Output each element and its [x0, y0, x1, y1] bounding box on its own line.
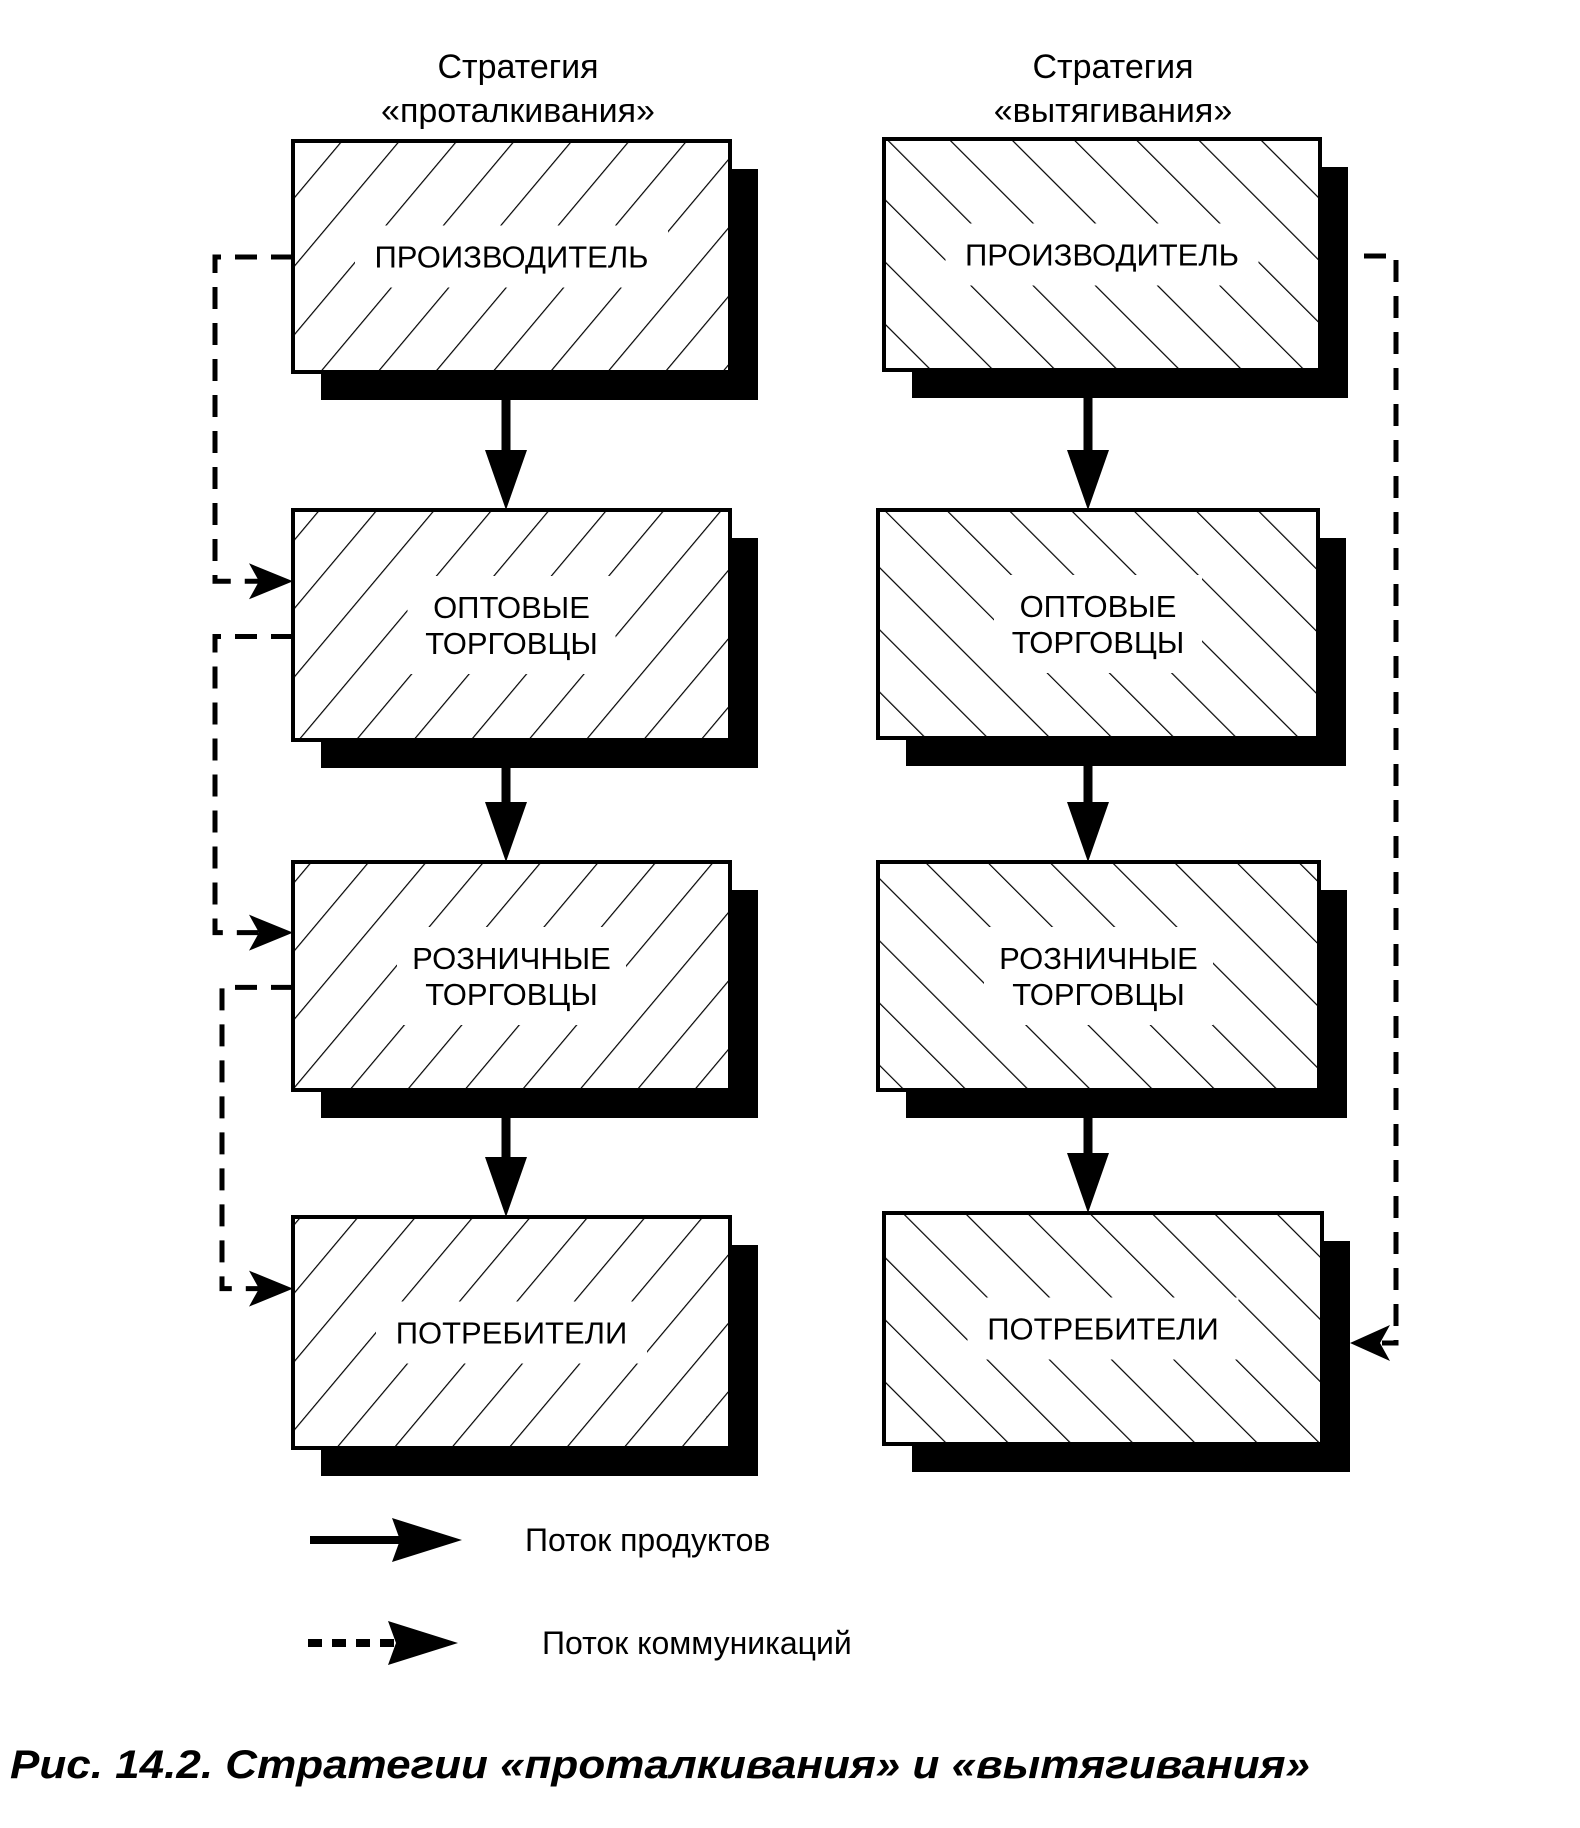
- push-product-flow-arrow: [485, 1118, 527, 1217]
- box-label-wholesalers-line2: ТОРГОВЦЫ: [1012, 625, 1185, 660]
- legend-item-product-flow: Поток продуктов: [310, 1518, 770, 1562]
- push-box-consumers: ПОТРЕБИТЕЛИ: [291, 1215, 758, 1476]
- legend-dashed-arrowhead-icon: [388, 1621, 458, 1665]
- dashed-line: [212, 254, 293, 584]
- legend-label-product-flow: Поток продуктов: [525, 1522, 770, 1558]
- pull-box-consumers: ПОТРЕБИТЕЛИ: [882, 1211, 1350, 1472]
- boxes-layer: ПРОИЗВОДИТЕЛЬОПТОВЫЕТОРГОВЦЫРОЗНИЧНЫЕТОР…: [291, 137, 1350, 1476]
- arrows-layer: [212, 253, 1399, 1361]
- arrow-down-icon: [485, 1157, 527, 1217]
- box-border: [291, 508, 732, 742]
- box-border: [876, 508, 1320, 740]
- arrow-right-icon: [249, 914, 293, 951]
- box-label-consumers-line1: ПОТРЕБИТЕЛИ: [396, 1316, 628, 1351]
- label-band: [994, 575, 1202, 673]
- box-label-retailers-line1: РОЗНИЧНЫЕ: [412, 941, 611, 976]
- label-band: [397, 927, 626, 1025]
- arrow-down-icon: [1067, 1153, 1109, 1213]
- pull-title-line1: Стратегия: [1032, 48, 1193, 86]
- arrow-down-icon: [485, 450, 527, 510]
- pull-communication-flow-arrow: [1350, 253, 1399, 1361]
- box-label-retailers-line2: ТОРГОВЦЫ: [425, 977, 598, 1012]
- push-title-line1: Стратегия: [437, 48, 598, 86]
- arrow-down-icon: [1067, 450, 1109, 510]
- arrow-down-icon: [1067, 802, 1109, 862]
- push-communication-flow-arrow: [212, 634, 293, 951]
- push-product-flow-arrow: [485, 400, 527, 510]
- box-border: [291, 860, 732, 1092]
- box-label-producer-line1: ПРОИЗВОДИТЕЛЬ: [374, 240, 648, 275]
- push-title-line2: «проталкивания»: [381, 92, 655, 130]
- arrow-left-icon: [1350, 1325, 1390, 1361]
- box-border: [882, 137, 1322, 372]
- legend-label-communication-flow: Поток коммуникаций: [542, 1625, 852, 1661]
- pull-product-flow-arrow: [1067, 1118, 1109, 1213]
- pull-title-line2: «вытягивания»: [994, 92, 1232, 130]
- box-label-wholesalers-line1: ОПТОВЫЕ: [433, 590, 590, 625]
- dashed-line: [1364, 253, 1399, 1346]
- arrow-right-icon: [249, 1270, 293, 1307]
- label-band: [945, 223, 1259, 286]
- dashed-line: [212, 634, 293, 936]
- label-band: [376, 1301, 647, 1364]
- label-band: [984, 927, 1213, 1025]
- arrow-right-icon: [249, 563, 293, 600]
- pull-box-producer: ПРОИЗВОДИТЕЛЬ: [882, 137, 1348, 398]
- push-product-flow-arrow: [485, 768, 527, 862]
- figure-caption: Рис. 14.2. Стратегии «проталкивания» и «…: [10, 1743, 1310, 1787]
- label-band: [355, 225, 668, 288]
- dashed-line: [219, 984, 293, 1292]
- push-communication-flow-arrow: [219, 984, 293, 1307]
- push-box-producer: ПРОИЗВОДИТЕЛЬ: [291, 139, 758, 400]
- pull-product-flow-arrow: [1067, 398, 1109, 510]
- legend-item-communication-flow: Поток коммуникаций: [308, 1621, 852, 1665]
- pull-product-flow-arrow: [1067, 766, 1109, 862]
- box-label-wholesalers-line1: ОПТОВЫЕ: [1020, 589, 1177, 624]
- legend-solid-arrowhead-icon: [392, 1518, 462, 1562]
- legend: Поток продуктов Поток коммуникаций: [308, 1518, 852, 1665]
- label-band: [407, 576, 616, 674]
- box-border: [876, 860, 1321, 1092]
- box-label-consumers-line1: ПОТРЕБИТЕЛИ: [987, 1312, 1219, 1347]
- box-border: [882, 1211, 1324, 1446]
- box-label-producer-line1: ПРОИЗВОДИТЕЛЬ: [965, 238, 1239, 273]
- label-band: [967, 1297, 1239, 1360]
- box-label-wholesalers-line2: ТОРГОВЦЫ: [425, 626, 598, 661]
- box-label-retailers-line1: РОЗНИЧНЫЕ: [999, 941, 1198, 976]
- push-communication-flow-arrow: [212, 254, 293, 600]
- arrow-down-icon: [485, 802, 527, 862]
- box-label-retailers-line2: ТОРГОВЦЫ: [1012, 977, 1185, 1012]
- box-border: [291, 1215, 732, 1450]
